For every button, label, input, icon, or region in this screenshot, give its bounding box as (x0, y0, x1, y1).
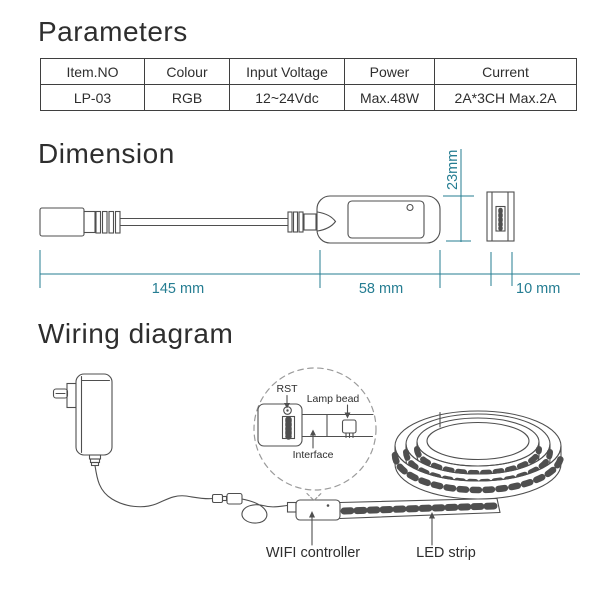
cable-loop (241, 498, 288, 524)
parameters-header-row: Item.NO Colour Input Voltage Power Curre… (40, 58, 577, 85)
header-voltage: Input Voltage (229, 58, 345, 85)
led-strip-coil (391, 410, 565, 500)
dim-controller-length-label: 58 mm (359, 281, 403, 297)
parameters-table: Item.NO Colour Input Voltage Power Curre… (40, 58, 577, 111)
dim-cable-length-label: 145 mm (152, 281, 204, 297)
controller-button (406, 203, 414, 212)
lamp-bead-label: Lamp bead (307, 393, 360, 405)
wiring-drawing: RST Lamp bead Interface WIFI controller … (52, 367, 565, 561)
dim-tail-length-label: 10 mm (516, 281, 560, 297)
led-strip-run (339, 497, 501, 520)
header-current: Current (434, 58, 577, 85)
dimension-labels: 145 mm 58 mm 10 mm 23mm (152, 150, 561, 297)
detail-view: RST Lamp bead Interface (257, 383, 374, 461)
controller-body (316, 195, 441, 244)
wiring-labels: WIFI controller LED strip (266, 511, 476, 561)
value-item-no: LP-03 (40, 84, 145, 111)
interface-label: Interface (293, 449, 334, 461)
led-strip-label: LED strip (416, 545, 476, 561)
header-item-no: Item.NO (40, 58, 145, 85)
wiring-heading: Wiring diagram (38, 318, 234, 349)
value-power: Max.48W (344, 84, 435, 111)
inline-connector (211, 492, 243, 505)
dimension-heading: Dimension (38, 138, 175, 169)
dimension-drawing (39, 191, 515, 244)
rst-button (283, 406, 292, 415)
power-adapter (52, 373, 113, 467)
value-current: 2A*3CH Max.2A (434, 84, 577, 111)
detail-circle (253, 367, 377, 491)
wifi-controller-label: WIFI controller (266, 545, 360, 561)
header-power: Power (344, 58, 435, 85)
lamp-bead (341, 419, 357, 434)
dim-height-label: 23mm (445, 150, 461, 190)
detail-pointer (306, 492, 322, 502)
tail-connector (486, 191, 515, 242)
dc-barrel (39, 207, 85, 237)
adapter-cable (94, 464, 214, 508)
wifi-controller (295, 499, 341, 521)
rst-label: RST (277, 383, 299, 395)
parameters-value-row: LP-03 RGB 12~24Vdc Max.48W 2A*3CH Max.2A (40, 84, 577, 111)
value-colour: RGB (144, 84, 230, 111)
header-colour: Colour (144, 58, 230, 85)
plug-prong (52, 388, 69, 399)
parameters-heading: Parameters (38, 16, 188, 47)
value-voltage: 12~24Vdc (229, 84, 345, 111)
